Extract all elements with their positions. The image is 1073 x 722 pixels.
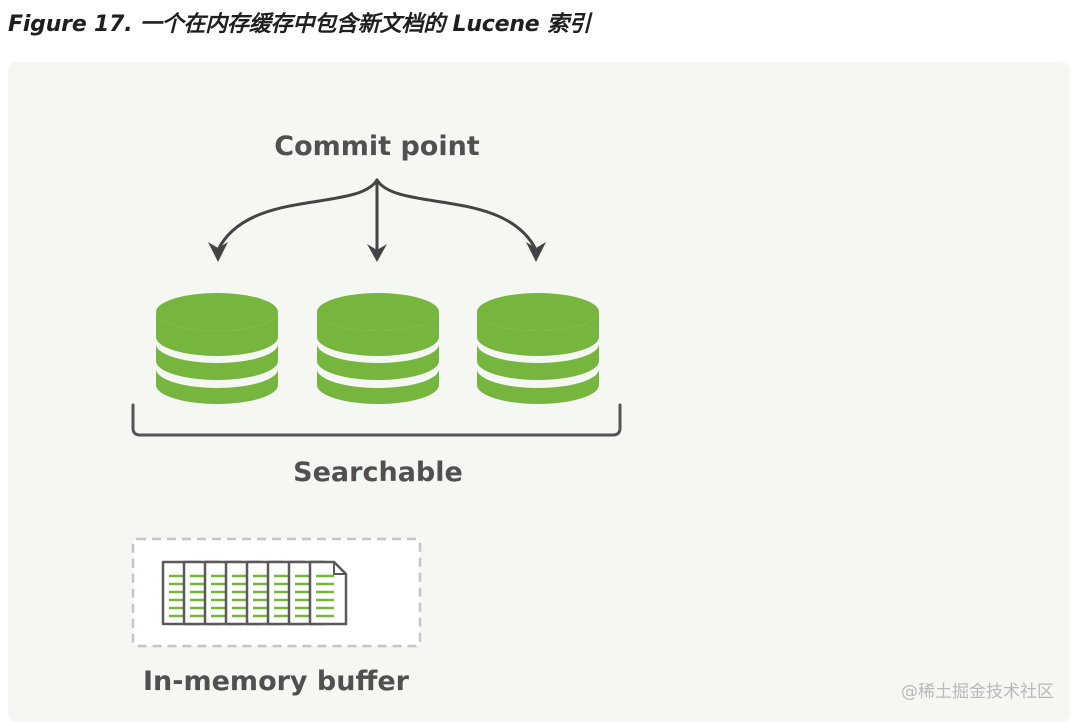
segment-2 — [317, 293, 439, 404]
segment-band — [156, 344, 278, 380]
buffer-label: In-memory buffer — [143, 666, 410, 697]
arrow-right — [375, 178, 538, 252]
segment-band — [156, 312, 278, 356]
segment-band — [156, 369, 278, 404]
document-icon — [308, 560, 348, 626]
searchable-label: Searchable — [293, 457, 463, 488]
segment-band — [477, 369, 599, 404]
segment-band — [477, 344, 599, 380]
arrow-head-left — [208, 242, 228, 262]
commit-arrows — [216, 178, 538, 252]
segment-band — [477, 312, 599, 356]
segment-band — [317, 344, 439, 380]
segment-3 — [477, 293, 599, 404]
buffer-docs-group — [161, 560, 348, 626]
arrow-heads — [208, 242, 546, 262]
segment-band — [317, 369, 439, 404]
segments-group — [156, 293, 599, 404]
searchable-bracket — [131, 403, 622, 437]
arrow-head-right — [526, 242, 546, 262]
figure-caption: Figure 17. 一个在内存缓存中包含新文档的 Lucene 索引 — [8, 12, 591, 37]
segment-band — [317, 312, 439, 356]
arrow-left — [216, 178, 379, 252]
segment-1 — [156, 293, 278, 404]
arrow-head-center — [367, 244, 387, 262]
watermark: @稀土掘金技术社区 — [901, 682, 1054, 702]
commit-point-label: Commit point — [274, 131, 480, 162]
lucene-index-diagram: Commit point Searchable In-memory buffer… — [131, 131, 1054, 702]
diagram-panel: Commit point Searchable In-memory buffer… — [8, 62, 1070, 722]
